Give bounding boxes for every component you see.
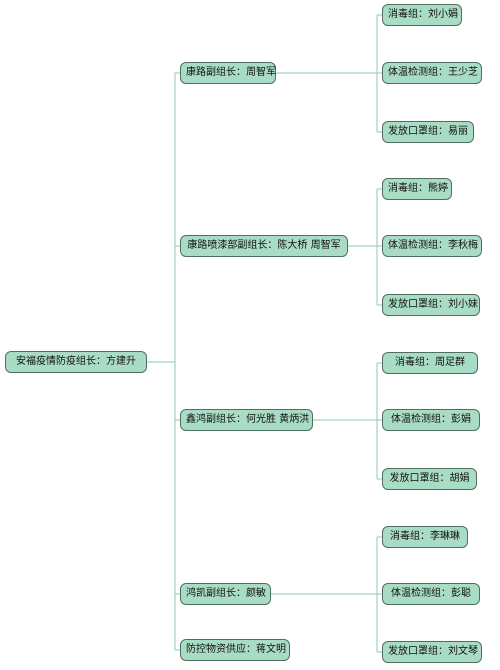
leaf-node-3-1[interactable]: 消毒组：周足群	[382, 352, 478, 374]
branch-node-1[interactable]: 康路副组长：周智军	[180, 62, 276, 84]
leaf-node-1-1[interactable]: 消毒组：刘小娟	[382, 4, 462, 26]
leaf-node-2-1[interactable]: 消毒组：熊婷	[382, 178, 452, 200]
leaf-node-4-3[interactable]: 发放口罩组：刘文琴	[382, 641, 482, 663]
leaf-node-1-2[interactable]: 体温检测组：王少芝	[382, 62, 482, 84]
leaf-node-3-3[interactable]: 发放口罩组：胡娟	[382, 468, 477, 490]
leaf-node-4-2[interactable]: 体温检测组：彭聪	[382, 583, 480, 605]
branch-node-5[interactable]: 防控物资供应：蒋文明	[180, 639, 290, 661]
branch-node-4[interactable]: 鸿凯副组长：颜敏	[180, 583, 271, 605]
leaf-node-1-3[interactable]: 发放口罩组：易丽	[382, 121, 474, 143]
leaf-node-4-1[interactable]: 消毒组：李琳琳	[382, 526, 468, 548]
root-node[interactable]: 安福疫情防疫组长：方建升	[5, 351, 147, 373]
branch-node-2[interactable]: 康路喷漆部副组长：陈大桥 周智军	[180, 235, 348, 257]
leaf-node-2-2[interactable]: 体温检测组：李秋梅	[382, 235, 482, 257]
branch-node-3[interactable]: 鑫鸿副组长：何光胜 黄炳洪	[180, 409, 313, 431]
leaf-node-3-2[interactable]: 体温检测组：彭娟	[382, 409, 480, 431]
leaf-node-2-3[interactable]: 发放口罩组：刘小妹	[382, 294, 480, 316]
